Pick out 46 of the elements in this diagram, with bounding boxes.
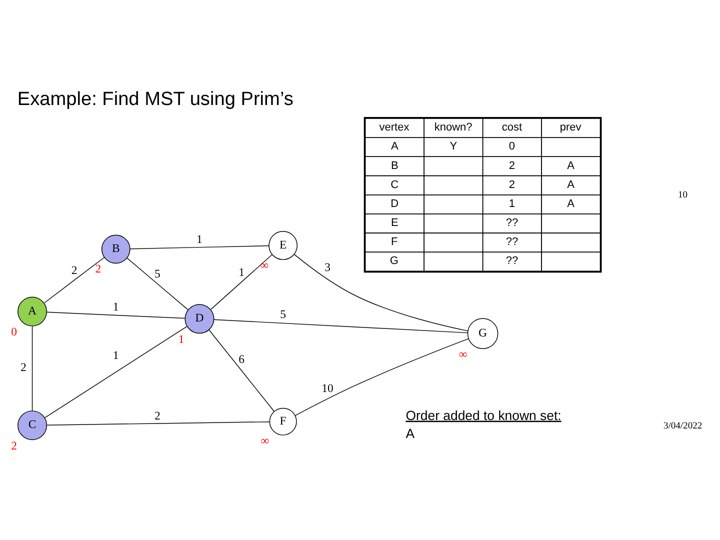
label: A (567, 198, 575, 210)
label: E (391, 217, 398, 230)
edge-label: 2 (154, 409, 160, 422)
label: A (391, 140, 398, 153)
label: ?? (506, 255, 518, 268)
label: A (567, 178, 575, 191)
label: 2 (508, 160, 515, 172)
edge-label: 2 (71, 264, 78, 277)
node-label: 2 (95, 262, 102, 276)
label: ?? (506, 236, 518, 248)
edge-label: 1 (112, 300, 119, 314)
node-label: ∞ (458, 348, 468, 362)
label: ?? (506, 217, 518, 230)
label: Y (450, 140, 458, 153)
edge-label: 2 (20, 361, 26, 374)
node-label: 2 (11, 439, 18, 452)
label: prev (560, 122, 582, 134)
edge-label: 1 (238, 266, 244, 280)
label: D (390, 198, 399, 210)
edge-label: 10 (322, 382, 334, 396)
edge-label: 6 (238, 352, 244, 366)
label: known? (434, 122, 472, 134)
label: B (391, 160, 398, 172)
edge-label: 5 (280, 308, 286, 322)
label: 10 (678, 189, 688, 200)
label: 3/04/2022 (663, 420, 702, 432)
label: 2 (508, 178, 515, 191)
label: 0 (508, 140, 515, 153)
label: A (567, 160, 575, 172)
node-label: ∞ (260, 434, 270, 448)
label: C (390, 178, 399, 191)
edge-label: 3 (324, 261, 330, 274)
node-label: 1 (178, 332, 184, 346)
edge-label: 5 (154, 268, 160, 281)
node-label: 0 (11, 325, 18, 338)
label: A (406, 426, 415, 442)
label: cost (502, 122, 522, 134)
edge-label: 1 (112, 349, 119, 362)
label: G (390, 255, 398, 268)
label: 1 (508, 198, 515, 210)
node-label: ∞ (260, 258, 269, 272)
label: Order added to known set: (406, 408, 562, 423)
label: F (391, 236, 398, 248)
diagram-title: Example: Find MST using Prim’s (17, 89, 294, 110)
label: vertex (379, 122, 410, 134)
edge-label: 1 (196, 233, 202, 246)
